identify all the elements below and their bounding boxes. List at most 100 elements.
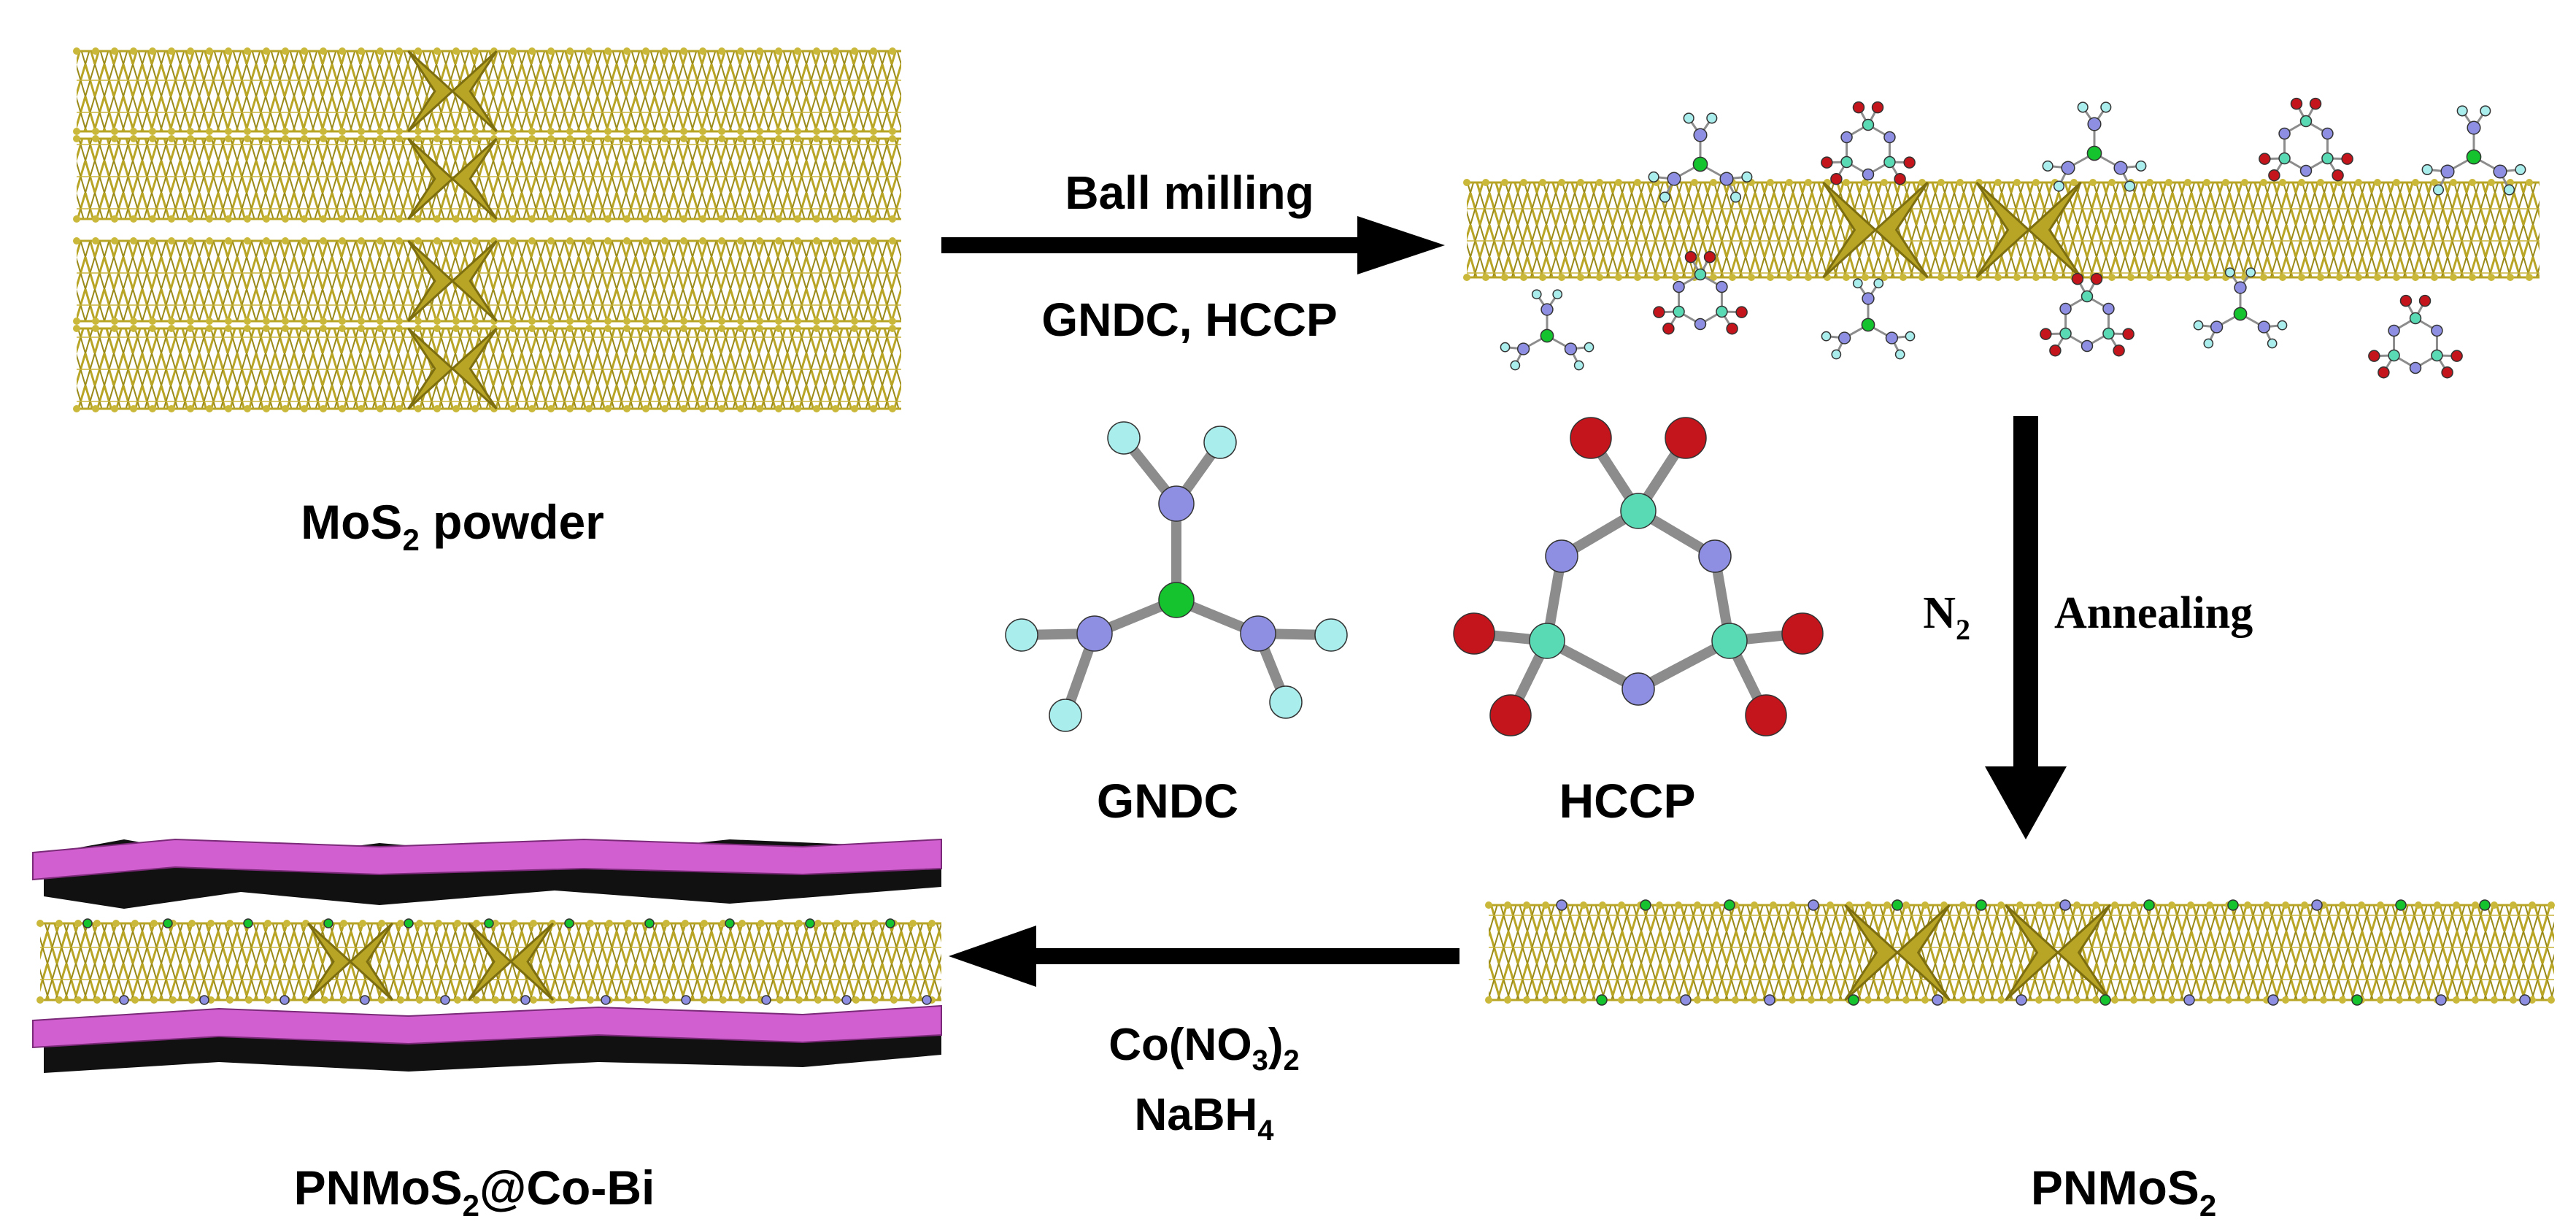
sulfur-atom <box>2146 179 2153 186</box>
sulfur-atom <box>2263 901 2270 909</box>
sulfur-atom <box>851 128 858 135</box>
sulfur-atom <box>471 318 479 325</box>
sulfur-atom <box>282 135 289 142</box>
sulfur-atom <box>301 215 308 223</box>
sulfur-atom <box>397 920 404 927</box>
sulfur-atom <box>2320 996 2327 1004</box>
sulfur-atom <box>1713 901 1720 909</box>
sulfur-atom <box>1900 274 1907 281</box>
sulfur-atom <box>566 215 574 223</box>
sulfur-atom <box>756 47 763 55</box>
sulfur-atom <box>378 996 385 1004</box>
sulfur-atom <box>794 47 801 55</box>
sulfur-atom <box>130 325 137 332</box>
mos2-twist <box>450 137 498 220</box>
chlorine-atom <box>1781 612 1824 655</box>
sulfur-atom <box>168 135 175 142</box>
doped-atom <box>1596 994 1608 1006</box>
gndc-small <box>2193 267 2288 349</box>
sulfur-atom <box>870 237 877 245</box>
sulfur-atom <box>1485 996 1492 1004</box>
sulfur-atom <box>1637 996 1644 1004</box>
sulfur-atom <box>1520 179 1527 186</box>
sulfur-atom <box>471 237 479 245</box>
sulfur-atom <box>92 128 99 135</box>
sulfur-atom <box>73 405 80 412</box>
sulfur-atom <box>244 128 251 135</box>
chlorine-atom <box>1489 694 1532 736</box>
nitrogen-atom <box>2210 320 2224 334</box>
sulfur-atom <box>1504 996 1511 1004</box>
gndc-small <box>2421 105 2526 196</box>
sulfur-atom <box>73 135 80 142</box>
sulfur-atom <box>1978 996 1986 1004</box>
sulfur-atom <box>813 405 820 412</box>
sulfur-atom <box>111 128 118 135</box>
sulfur-atom <box>283 920 290 927</box>
hydrogen-atom <box>2245 267 2256 278</box>
sulfur-atom <box>1634 179 1641 186</box>
sulfur-atom <box>604 135 612 142</box>
sulfur-atom <box>359 920 366 927</box>
sulfur-atom <box>1959 901 1967 909</box>
sulfur-atom <box>377 237 384 245</box>
hydrogen-atom <box>1729 191 1742 203</box>
sulfur-atom <box>2396 996 2403 1004</box>
nitrogen-atom <box>2087 117 2102 131</box>
sulfur-atom <box>718 215 725 223</box>
sulfur-atom <box>397 996 404 1004</box>
sulfur-atom <box>699 318 706 325</box>
sulfur-atom <box>433 47 441 55</box>
sulfur-atom <box>433 215 441 223</box>
doped-atom <box>2395 899 2407 911</box>
nitrogen-atom <box>1673 280 1685 293</box>
sulfur-atom <box>339 135 346 142</box>
annealing-gas: N2 <box>1923 588 1970 646</box>
sulfur-atom <box>852 920 860 927</box>
sulfur-atom <box>1805 274 1812 281</box>
sulfur-atom <box>720 920 727 927</box>
sulfur-atom <box>1523 901 1530 909</box>
phosphorus-atom <box>1529 623 1565 659</box>
sulfur-atom <box>433 325 441 332</box>
sulfur-atom <box>604 325 612 332</box>
sulfur-atom <box>587 996 594 1004</box>
sulfur-atom <box>2472 901 2479 909</box>
sulfur-atom <box>340 996 347 1004</box>
sulfur-atom <box>149 405 156 412</box>
hydrogen-atom <box>1873 278 1884 289</box>
phosphorus-atom <box>2278 152 2291 165</box>
chlorine-atom <box>2418 294 2432 307</box>
sulfur-atom <box>642 405 649 412</box>
chlorine-atom <box>2090 272 2103 285</box>
reagent-cobalt-nitrate: Co(NO3)2 <box>1108 1020 1299 1077</box>
sulfur-atom <box>2507 179 2514 186</box>
sulfur-atom <box>909 996 917 1004</box>
sulfur-atom <box>320 318 327 325</box>
sulfur-atom <box>1751 901 1758 909</box>
sulfur-atom <box>1634 274 1641 281</box>
sulfur-atom <box>1729 274 1736 281</box>
sulfur-atom <box>2032 274 2040 281</box>
sulfur-atom <box>623 47 630 55</box>
sulfur-atom <box>92 325 99 332</box>
pnmos2-cobi-label: PNMoS2@Co-Bi <box>294 1161 655 1223</box>
sulfur-atom <box>2434 901 2441 909</box>
sulfur-atom <box>889 405 896 412</box>
sulfur-atom <box>814 920 822 927</box>
sulfur-atom <box>206 405 213 412</box>
doped-atom <box>761 995 771 1005</box>
sulfur-atom <box>1940 901 1948 909</box>
phosphorus-atom <box>1862 118 1875 131</box>
sulfur-atom <box>832 237 839 245</box>
sulfur-atom <box>737 135 744 142</box>
sulfur-atom <box>149 135 156 142</box>
chlorine-atom <box>2259 153 2271 165</box>
sulfur-atom <box>2374 274 2381 281</box>
hccp-small <box>2368 294 2463 379</box>
sulfur-atom <box>1504 901 1511 909</box>
sulfur-atom <box>36 920 44 927</box>
chlorine-atom <box>1745 694 1787 736</box>
sulfur-atom <box>1463 274 1470 281</box>
